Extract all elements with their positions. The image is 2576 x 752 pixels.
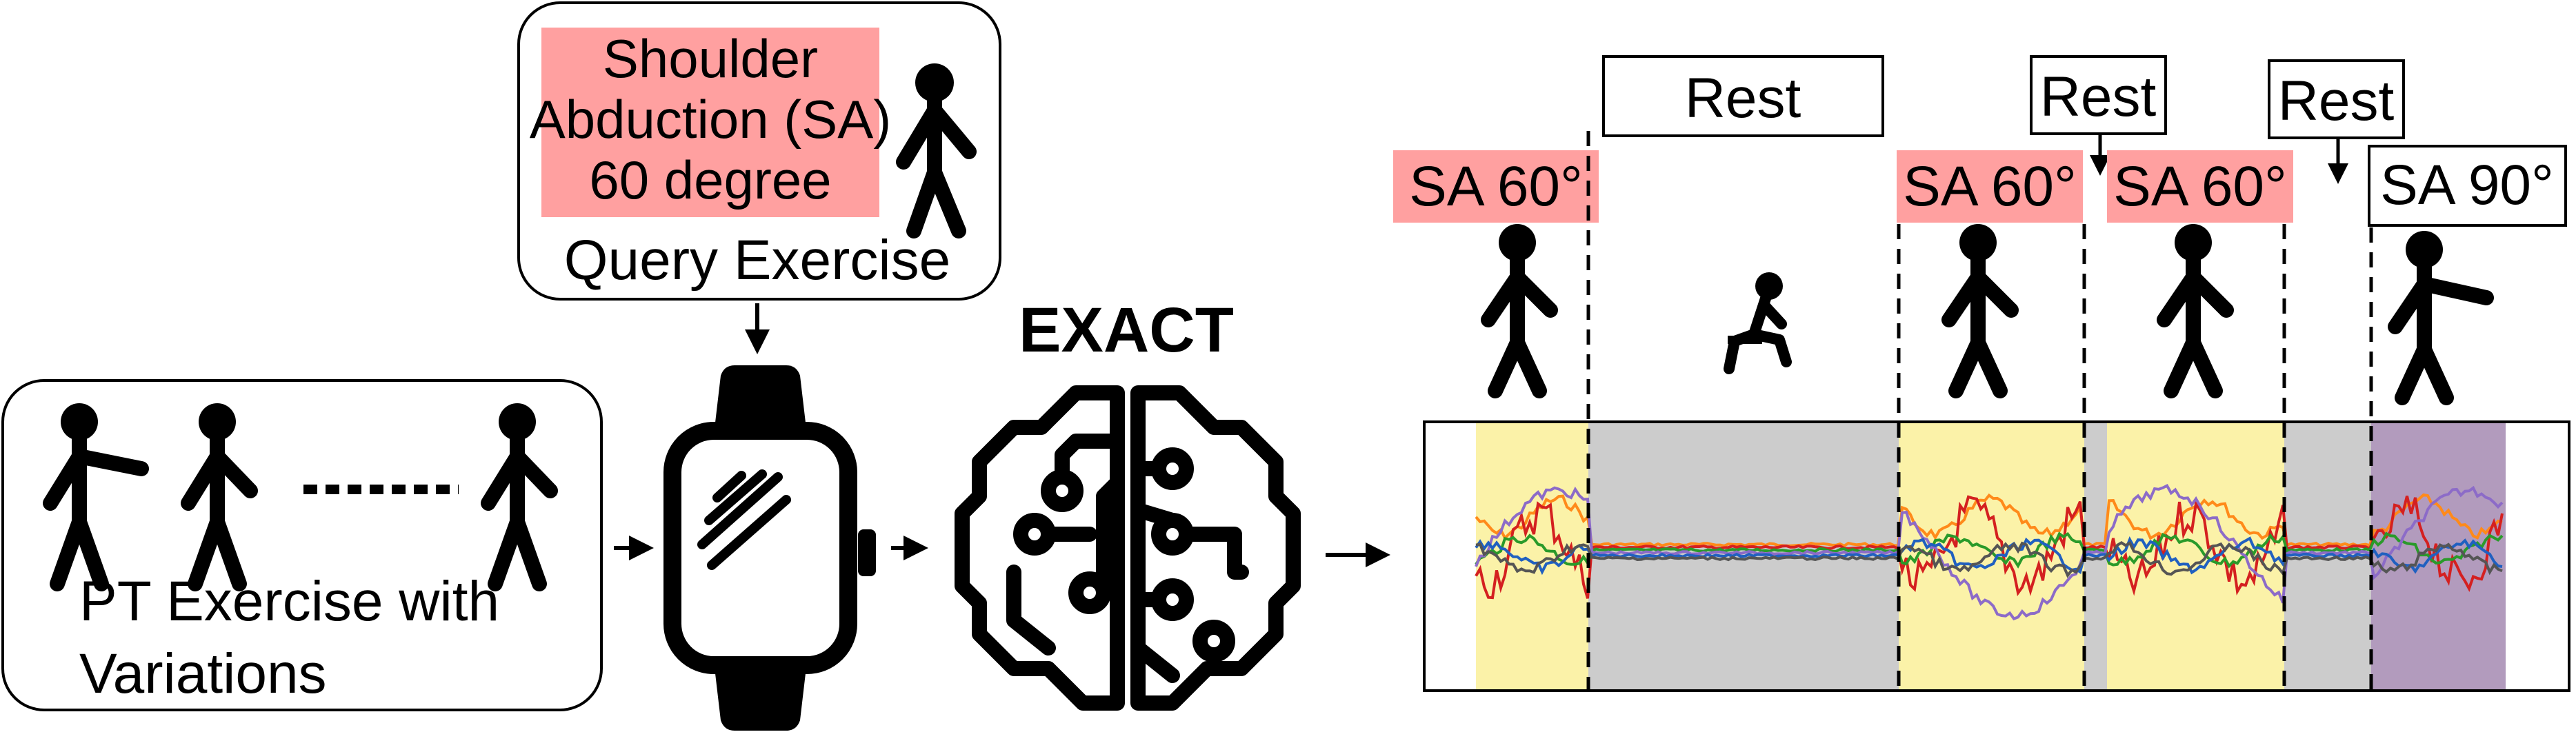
segment-label-sa60-2: SA 60° xyxy=(1903,155,2077,218)
stick-figure-icon xyxy=(43,403,149,591)
segment-label-bg xyxy=(2107,150,2293,223)
segment-region xyxy=(1476,423,1588,689)
query-exercise-highlight xyxy=(541,28,879,217)
segment-labels: SA 60° Rest SA 60° Rest SA 60° Rest SA 9… xyxy=(1393,55,2567,227)
watch-icon xyxy=(663,365,876,731)
stick-figure-icon xyxy=(481,403,558,591)
signal-trace xyxy=(1475,495,2504,600)
segment-label-rest-1: Rest xyxy=(1685,67,1801,130)
brain-circuit-icon xyxy=(955,385,1301,711)
sensor-signals xyxy=(1475,484,2504,621)
segment-label-box xyxy=(2368,145,2567,227)
stick-figure-icon xyxy=(2388,231,2494,405)
segment-label-sa90: SA 90° xyxy=(2380,154,2554,216)
stick-figure-icon xyxy=(2157,224,2234,398)
segment-region xyxy=(2107,423,2284,689)
segment-label-bg xyxy=(1897,150,2083,223)
query-exercise-box: Shoulder Abduction (SA) 60 degree Query … xyxy=(517,1,1001,301)
signal-trace xyxy=(1475,540,2503,578)
signal-trace xyxy=(1475,531,2504,569)
rest-label-box xyxy=(1602,55,1884,137)
stick-figure-icon xyxy=(896,63,977,238)
signal-trace xyxy=(1475,484,2504,621)
signal-panel xyxy=(1423,131,2570,692)
query-exercise-line3: 60 degree xyxy=(589,150,831,210)
segment-label-sa60-3: SA 60° xyxy=(2113,155,2287,218)
pt-caption-line1: PT Exercise with xyxy=(79,570,499,633)
stick-figure-icon xyxy=(1941,224,2019,398)
segment-label-bg xyxy=(1393,150,1599,223)
segment-region xyxy=(1899,423,2084,689)
query-exercise-line1: Shoulder xyxy=(603,28,818,89)
rest-label-box xyxy=(2030,55,2167,135)
stick-figure-icon xyxy=(181,403,258,591)
segment-label-rest-3: Rest xyxy=(2278,70,2395,132)
pt-exercise-box: PT Exercise with Variations xyxy=(1,379,603,711)
pt-caption-line2: Variations xyxy=(79,642,327,705)
model-title: EXACT xyxy=(1019,295,1234,365)
segment-boundaries xyxy=(1586,131,2373,691)
sitting-figure-icon xyxy=(1724,272,1792,374)
segment-label-rest-2: Rest xyxy=(2040,65,2157,128)
segment-label-sa60-1: SA 60° xyxy=(1409,155,1583,218)
signal-trace xyxy=(1475,493,2503,548)
query-exercise-caption: Query Exercise xyxy=(564,229,951,292)
rest-label-box xyxy=(2268,59,2405,139)
stick-figure-icon xyxy=(1481,224,1558,398)
signal-trace xyxy=(1475,536,2503,576)
query-exercise-line2: Abduction (SA) xyxy=(530,89,892,150)
